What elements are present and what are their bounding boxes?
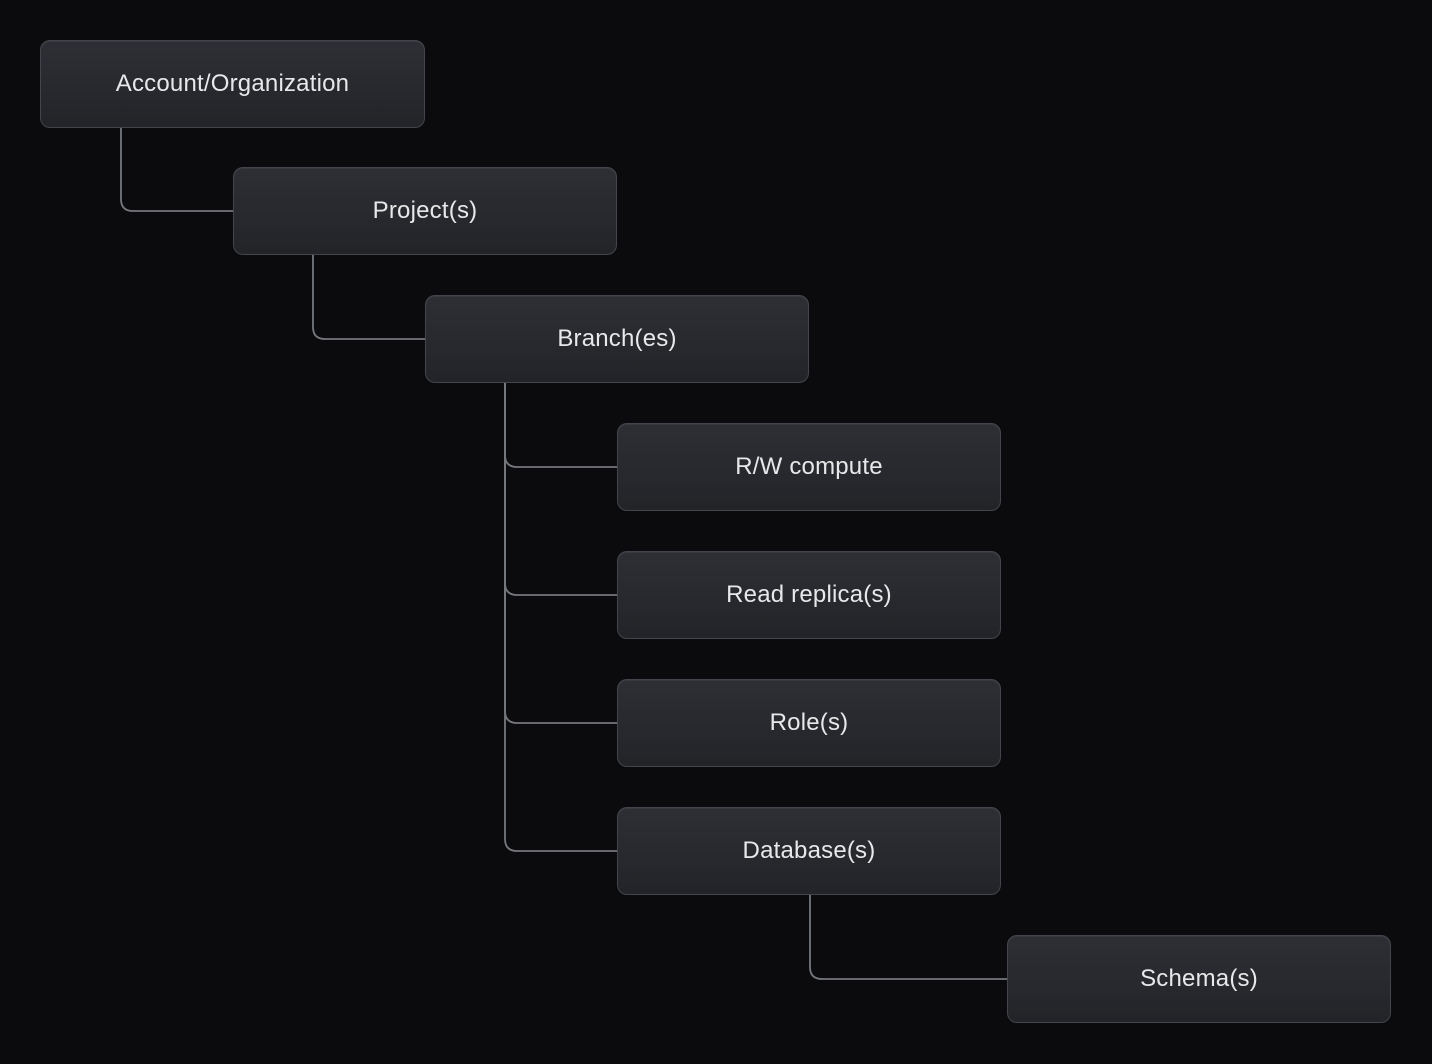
connector-account-to-project — [120, 128, 233, 212]
node-project: Project(s) — [233, 167, 617, 255]
connector-branch-to-role — [504, 383, 617, 724]
node-role: Role(s) — [617, 679, 1001, 767]
node-read-replica: Read replica(s) — [617, 551, 1001, 639]
connector-branch-to-read-replica — [504, 383, 617, 596]
node-label-role: Role(s) — [769, 709, 849, 736]
node-database: Database(s) — [617, 807, 1001, 895]
node-label-rw-compute: R/W compute — [735, 453, 883, 480]
node-label-database: Database(s) — [742, 837, 876, 864]
node-label-branch: Branch(es) — [557, 325, 677, 352]
connector-branch-to-database — [504, 383, 617, 852]
connector-branch-to-rw-compute — [504, 383, 617, 468]
node-account: Account/Organization — [40, 40, 425, 128]
connector-database-to-schema — [809, 895, 1007, 980]
node-label-account: Account/Organization — [115, 70, 350, 97]
node-schema: Schema(s) — [1007, 935, 1391, 1023]
connector-project-to-branch — [312, 255, 425, 340]
node-branch: Branch(es) — [425, 295, 809, 383]
node-label-schema: Schema(s) — [1140, 965, 1258, 992]
node-label-project: Project(s) — [372, 197, 478, 224]
node-rw-compute: R/W compute — [617, 423, 1001, 511]
node-label-read-replica: Read replica(s) — [726, 581, 892, 608]
